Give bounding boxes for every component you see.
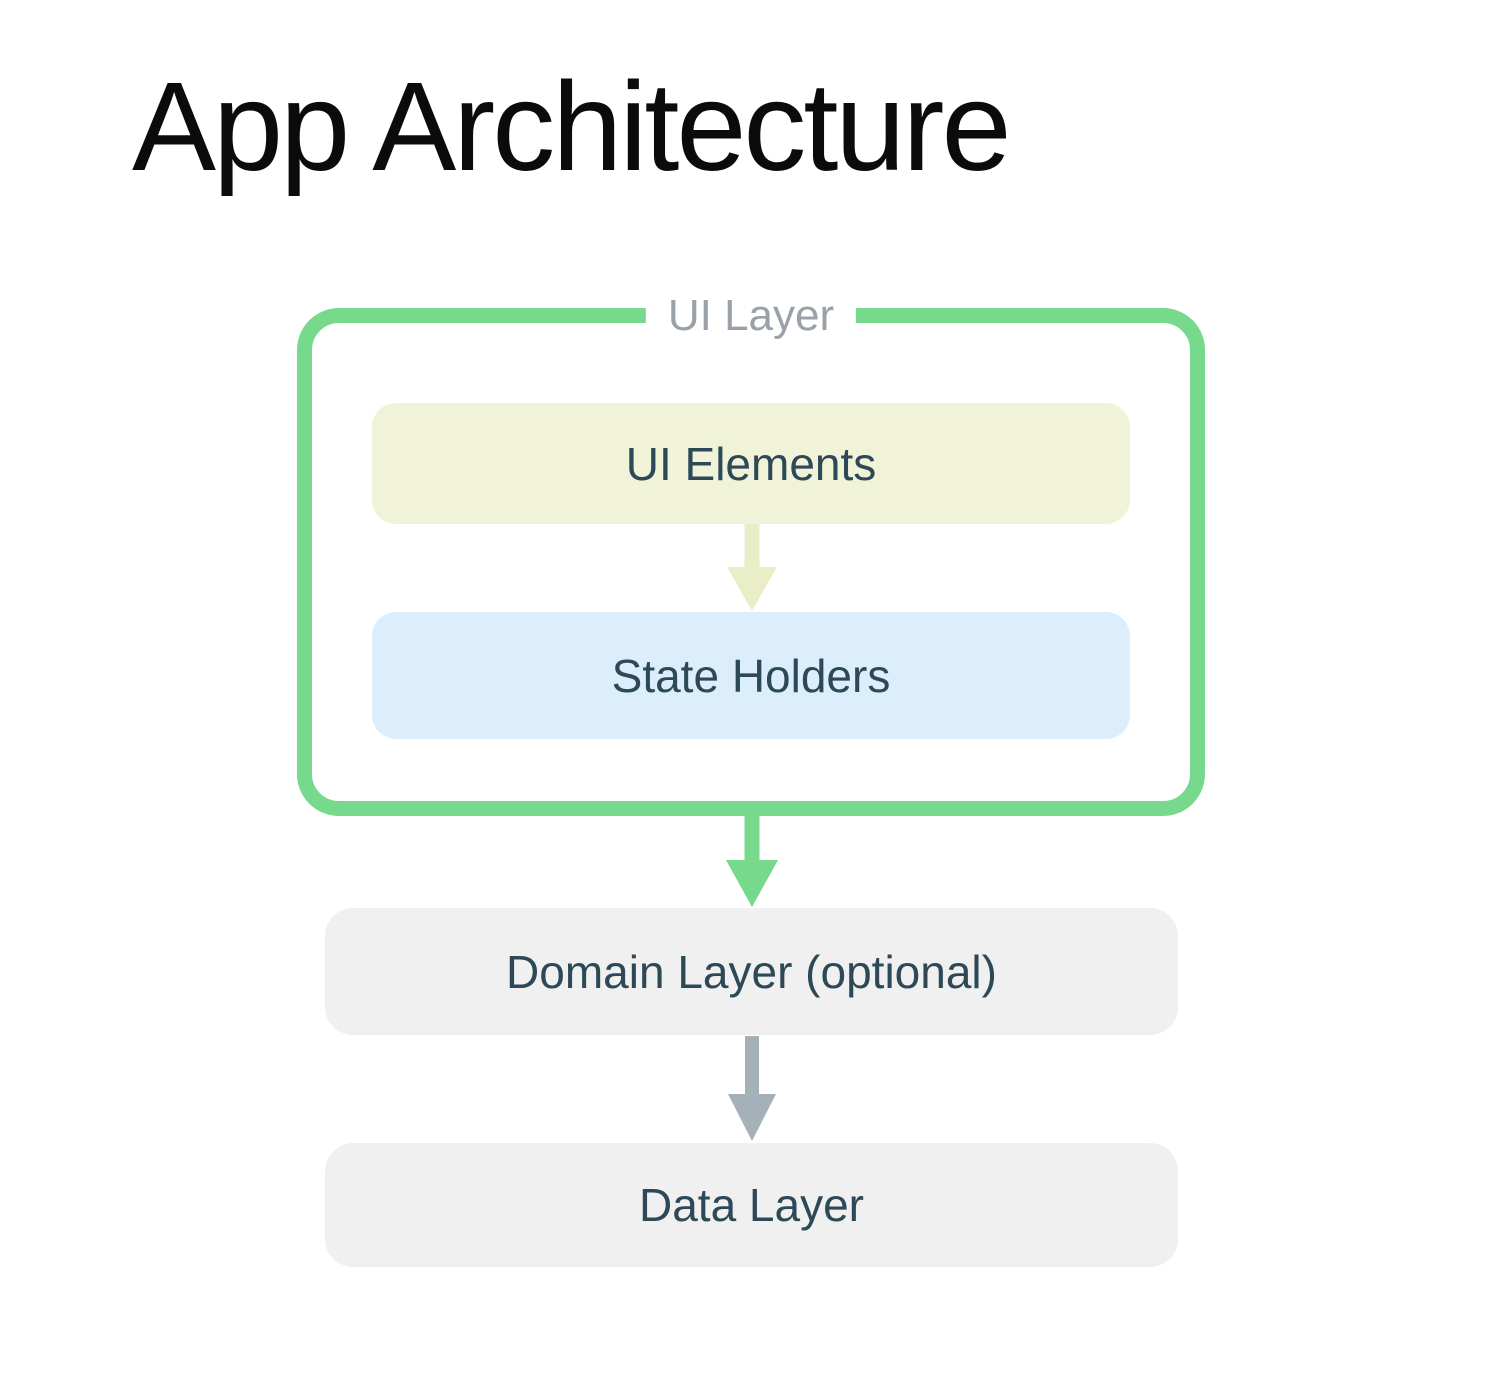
state-holders-box: State Holders [372, 612, 1130, 739]
ui-elements-label: UI Elements [625, 437, 877, 490]
arrow-head [728, 1094, 776, 1141]
ui-elements-box: UI Elements [372, 403, 1130, 524]
data-layer-box: Data Layer [325, 1143, 1178, 1267]
arrow-head [727, 567, 777, 611]
state-holders-label: State Holders [611, 649, 891, 702]
domain-layer-box: Domain Layer (optional) [325, 908, 1178, 1035]
page-title: App Architecture [132, 56, 1012, 197]
arrow-head [726, 860, 778, 907]
domain-layer-label: Domain Layer (optional) [506, 945, 997, 998]
arrow-shaft [745, 1036, 759, 1098]
arrow-shaft [744, 810, 760, 864]
ui-layer-label: UI Layer [645, 289, 857, 343]
data-layer-label: Data Layer [638, 1179, 864, 1231]
arrow-shaft [744, 524, 760, 572]
